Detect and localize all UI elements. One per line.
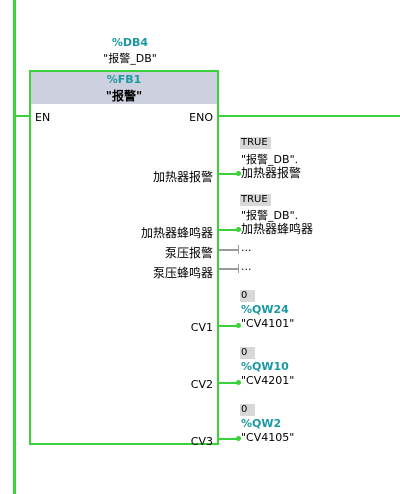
operand-placeholder[interactable]: ... [241,241,252,254]
operand-name[interactable]: "报警_DB". [241,209,299,222]
input-wire [219,173,239,175]
eno-pin: ENO [189,111,213,124]
eno-wire [219,115,400,117]
connector-tick [238,245,239,254]
input-wire [219,249,239,251]
input-pin-label: 加热器蜂鸣器 [140,226,213,240]
output-pin-label: CV2 [190,378,213,391]
input-pin-label: 泵压报警 [164,246,213,260]
output-tag-name[interactable]: "CV4101" [241,317,295,330]
output-wire [219,382,239,384]
operand-name[interactable]: 加热器报警 [241,166,302,180]
input-wire [219,268,239,270]
output-wire [219,325,239,327]
input-pin-label: 泵压蜂鸣器 [152,266,213,280]
block-name: "报警" [105,89,143,103]
operand-name[interactable]: 加热器蜂鸣器 [241,222,314,236]
power-rail [13,0,16,494]
monitor-value: TRUE [240,137,271,149]
block-address: %FB1 [106,73,142,86]
output-tag-name[interactable]: "CV4105" [241,431,295,444]
input-wire [219,229,239,231]
block-header: %FB1 "报警" [31,72,217,104]
monitor-value: 0 [240,404,255,416]
output-address[interactable]: %QW2 [241,417,282,430]
en-wire [14,115,30,117]
connector-dot [236,171,241,176]
output-address[interactable]: %QW10 [241,360,289,373]
output-wire [219,438,239,440]
output-tag-name[interactable]: "CV4201" [241,374,295,387]
connector-tick [238,264,239,273]
connector-dot [236,227,241,232]
monitor-value: 0 [240,290,255,302]
input-pin-label: 加热器报警 [152,170,213,184]
instance-db-address[interactable]: %DB4 [111,36,149,49]
monitor-value: 0 [240,347,255,359]
output-pin-label: CV1 [190,321,213,334]
operand-name[interactable]: "报警_DB". [241,153,299,166]
function-block[interactable]: %FB1 "报警" EN ENO 加热器报警 加热器蜂鸣器 泵压报警 泵压蜂鸣器… [29,70,219,448]
connector-dot [236,323,241,328]
en-pin: EN [35,111,51,124]
instance-db-name[interactable]: "报警_DB" [103,52,157,65]
connector-dot [236,380,241,385]
output-pin-label: CV3 [190,435,213,448]
output-address[interactable]: %QW24 [241,303,289,316]
connector-dot [236,436,241,441]
operand-placeholder[interactable]: ... [241,260,252,273]
monitor-value: TRUE [240,194,271,206]
